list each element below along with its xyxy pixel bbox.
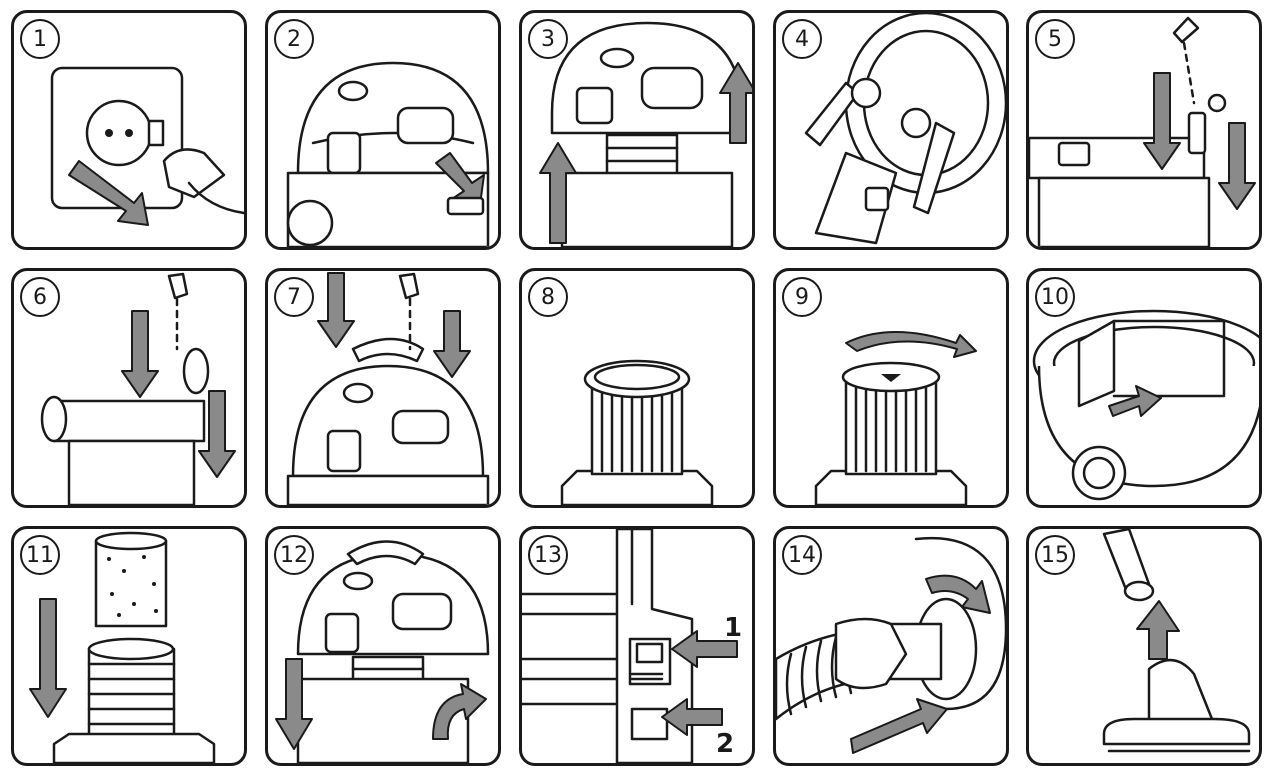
step-number-8: 8: [528, 277, 568, 317]
step-number-10: 10: [1035, 277, 1075, 317]
dust-bag-icon: [804, 13, 1006, 245]
wheel-screw-icon: [40, 272, 236, 505]
latch-mark-1: 1: [724, 613, 743, 643]
step-number-6: 6: [20, 277, 60, 317]
step-number-5: 5: [1035, 19, 1075, 59]
step-number-7: 7: [274, 277, 314, 317]
step-panel-5: 5: [1026, 10, 1262, 250]
step-number-13: 13: [528, 535, 568, 575]
step-panel-6: 6: [11, 268, 247, 508]
floor-nozzle-icon: [1102, 529, 1251, 753]
step-panel-13: 13 1 2: [519, 526, 755, 766]
step-panel-8: 8: [519, 268, 755, 508]
head-mount-icon: [275, 540, 490, 763]
step-number-2: 2: [274, 19, 314, 59]
step-panel-11: 11: [11, 526, 247, 766]
step-number-14: 14: [782, 535, 822, 575]
step-number-1: 1: [20, 19, 60, 59]
screw-remove-icon: [1029, 16, 1256, 247]
twist-filter-icon: [814, 331, 977, 505]
latch-mark-2: 2: [716, 729, 735, 759]
step-panel-3: 3: [519, 10, 755, 250]
hose-connect-icon: [776, 536, 1006, 754]
step-panel-12: 12: [265, 526, 501, 766]
step-number-4: 4: [782, 19, 822, 59]
container-open-icon: [1032, 309, 1259, 501]
step-panel-2: 2: [265, 10, 501, 250]
step-panel-1: 1: [11, 10, 247, 250]
step-panel-4: 4: [773, 10, 1009, 250]
step-number-3: 3: [528, 19, 568, 59]
clip-open-icon: [286, 61, 490, 247]
cartridge-filter-icon: [560, 359, 714, 505]
step-number-12: 12: [274, 535, 314, 575]
step-number-15: 15: [1035, 535, 1075, 575]
handle-screw-icon: [286, 272, 490, 505]
step-panel-14: 14: [773, 526, 1009, 766]
step-panel-15: 15: [1026, 526, 1262, 766]
step-panel-10: 10: [1026, 268, 1262, 508]
foam-filter-icon: [29, 531, 216, 763]
latch-icon: [522, 529, 738, 763]
step-number-11: 11: [20, 535, 60, 575]
lift-head-icon: [539, 21, 752, 247]
step-panel-7: 7: [265, 268, 501, 508]
step-panel-9: 9: [773, 268, 1009, 508]
unplug-icon: [50, 66, 244, 226]
step-number-9: 9: [782, 277, 822, 317]
